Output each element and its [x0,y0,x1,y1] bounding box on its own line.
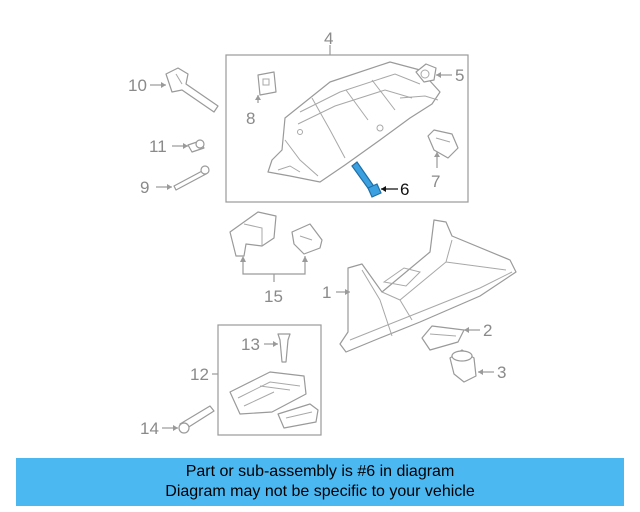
info-banner: Part or sub-assembly is #6 in diagram Di… [16,458,624,506]
callout-14: 14 [140,419,159,438]
leader-15 [242,256,306,275]
part-8-clip [257,71,277,96]
callout-1: 1 [322,283,331,302]
callout-6: 6 [400,180,409,199]
part-15-bracket-right [291,223,323,255]
part-6-bolt-highlighted [351,161,382,198]
part-3-lock-cylinder [449,349,477,383]
glove-box-housing [267,61,441,183]
part-11-screw [187,139,205,153]
assembly-12-frame [217,324,322,436]
callout-10: 10 [128,76,147,95]
part-5-bumper [415,63,437,83]
callout-4: 4 [324,29,333,48]
part-1-glove-box-bin [339,219,517,353]
exploded-parts-diagram: 4 8 5 [128,29,517,438]
callout-5: 5 [455,66,464,85]
lower-compartment-assembly [229,371,307,415]
part-14-bolt [178,405,215,434]
banner-line-2: Diagram may not be specific to your vehi… [165,483,475,500]
part-2-hinge-trim [421,325,465,351]
callout-11: 11 [149,137,167,156]
callout-7: 7 [431,172,440,191]
callout-8: 8 [246,109,255,128]
callout-2: 2 [483,321,492,340]
part-7-latch [427,129,459,159]
part-13-screw [277,333,291,363]
banner-line-1: Part or sub-assembly is #6 in diagram [185,463,455,480]
callout-12: 12 [190,365,209,384]
callout-13: 13 [241,335,260,354]
part-15-bracket-left [229,211,277,257]
callout-15: 15 [264,287,283,306]
assembly-4-frame [225,54,469,203]
callout-9: 9 [140,178,149,197]
part-9-bolt [173,165,210,191]
part-10-damper-arm [165,67,219,113]
lower-compartment-cover [277,403,319,429]
callout-3: 3 [497,363,506,382]
